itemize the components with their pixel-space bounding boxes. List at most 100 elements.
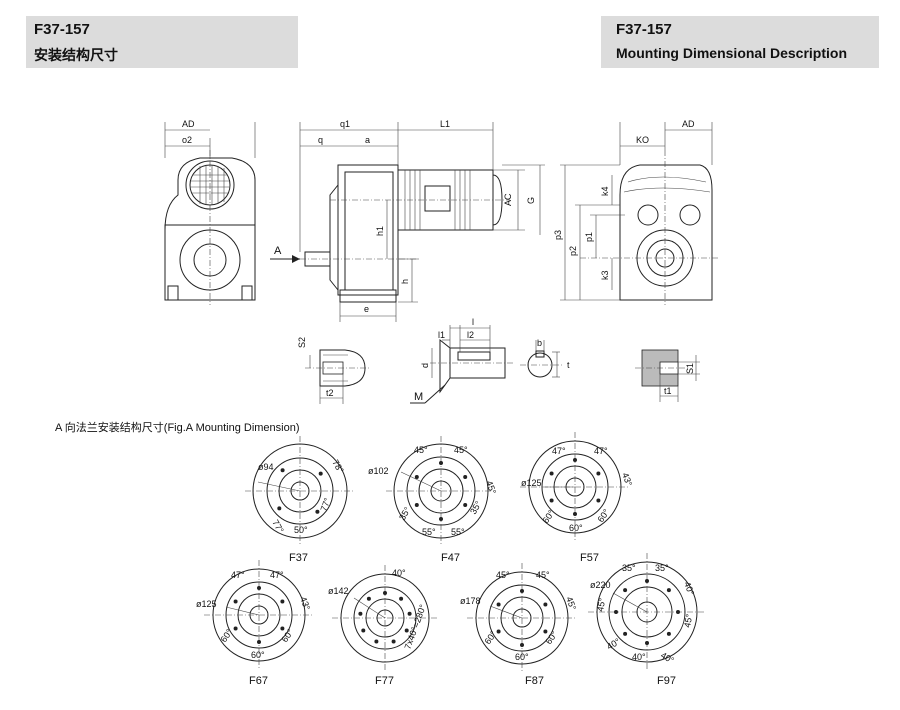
dim-label-h: h (400, 279, 410, 284)
dim-label-l1: l1 (438, 330, 445, 340)
end-view: AD KO p3 p2 p1 k4 k3 (553, 119, 720, 305)
flange-dia: ø125 (196, 599, 217, 609)
flange-angle: 45° (496, 570, 510, 580)
flange-angle: 50° (294, 525, 308, 535)
model-code: F37-157 (34, 21, 90, 38)
flange-angle: 60° (482, 629, 498, 646)
view-arrow-a: A (274, 245, 282, 257)
bolt-hole (233, 626, 238, 631)
dim-label-p3: p3 (553, 230, 563, 240)
flange-angle: 43° (298, 595, 312, 612)
bolt-hole (374, 639, 379, 644)
bolt-hole (623, 631, 628, 636)
flange-dia: ø125 (521, 478, 542, 488)
bolt-hole (520, 589, 524, 593)
flange-angle: 55° (422, 527, 436, 537)
bolt-hole (277, 506, 282, 511)
bolt-hole (463, 503, 468, 507)
dim-label-k4: k4 (600, 186, 610, 196)
bolt-hole (257, 586, 261, 590)
bolt-hole (280, 626, 285, 631)
flange-angle: 45° (595, 597, 607, 613)
dim-label-t: t (567, 360, 570, 370)
flange-name: F67 (249, 675, 268, 687)
model-code-en: F37-157 (616, 21, 672, 38)
flange-dia: ø102 (368, 466, 389, 476)
flange-f57: ø125 47° 47° 43° 60° 60° 60° F57 (520, 432, 634, 564)
bolt-hole (549, 498, 554, 503)
bolt-hole (315, 509, 320, 514)
dim-label-ad-side: AD (182, 119, 195, 129)
dim-label-ac: AC (503, 193, 513, 206)
flange-angle: 47° (270, 570, 284, 580)
flange-section-title: A 向法兰安装结构尺寸(Fig.A Mounting Dimension) (55, 420, 300, 434)
dim-label-k3: k3 (600, 270, 610, 280)
bolt-hole (391, 639, 396, 644)
flange-angle: 60° (569, 523, 583, 533)
main-view: q1 q a L1 AC G h1 h e A (270, 119, 545, 322)
page-title-cn: 安装结构尺寸 (34, 47, 118, 63)
dim-label-h1: h1 (375, 226, 385, 236)
bolt-hole (407, 611, 412, 616)
flange-dia: ø94 (258, 462, 274, 472)
flange-f97: ø220 35° 35° 40° 45° 45° 40° 40° 40° F97 (588, 553, 706, 687)
dim-label-ad-end: AD (682, 119, 695, 129)
flange-angle: 45° (536, 570, 550, 580)
bolt-hole (366, 596, 371, 601)
side-view: AD o2 (164, 119, 256, 305)
bolt-hole (666, 588, 671, 593)
flange-angle: 45° (564, 595, 578, 612)
flange-angle: 77° (318, 496, 332, 513)
header-right-banner: F37-157 Mounting Dimensional Description (601, 16, 879, 68)
flange-angle: 77° (270, 518, 286, 535)
flange-f37: ø94 78° 77° 77° 50° F37 (245, 436, 355, 564)
dim-label-t2: t2 (326, 388, 334, 398)
bolt-hole (358, 611, 363, 616)
bolt-hole (399, 596, 404, 601)
flange-angle: 60° (540, 508, 556, 525)
dim-label-p1: p1 (584, 232, 594, 242)
flange-name: F47 (441, 552, 460, 564)
flange-angle: 40° (682, 580, 696, 597)
bolt-hole (549, 471, 554, 476)
bolt-hole (404, 628, 409, 633)
dim-label-q: q (318, 135, 323, 145)
flange-angle: 40° (659, 650, 676, 666)
flange-f67: ø125 47° 47° 43° 60° 60° 60° F67 (196, 560, 314, 687)
bolt-hole (520, 643, 524, 647)
flange-angle: 45° (454, 445, 468, 455)
flange-angle: 45° (414, 445, 428, 455)
bolt-hole (543, 602, 548, 607)
flange-angle: 47° (552, 446, 566, 456)
bolt-hole (257, 640, 261, 644)
bolt-hole (496, 602, 501, 607)
flange-f47: ø102 45° 45° 45° 35° 55° 55° 35° F47 (368, 436, 498, 564)
dim-label-q1: q1 (340, 119, 350, 129)
detail-key-section: b t (520, 338, 570, 378)
dim-label-l2: l2 (467, 330, 474, 340)
bolt-hole (496, 629, 501, 634)
flange-angle: 35° (397, 505, 413, 522)
flange-angle: 47° (594, 446, 608, 456)
dim-label-ko: KO (636, 135, 649, 145)
flange-dia: ø142 (328, 586, 349, 596)
bolt-hole (543, 629, 548, 634)
bolt-hole (414, 475, 419, 479)
flange-angle: 43° (620, 471, 634, 488)
bolt-hole (666, 631, 671, 636)
bolt-hole (463, 475, 468, 479)
bolt-hole (614, 610, 618, 614)
flange-angle: 40° (392, 568, 406, 578)
bolt-hole (383, 591, 387, 595)
bolt-hole (573, 458, 577, 462)
bolt-hole (318, 471, 323, 476)
header-left-banner: F37-157 安装结构尺寸 (26, 16, 298, 68)
bolt-hole (414, 503, 419, 507)
flange-angle: 35° (468, 499, 484, 516)
bolt-hole (645, 579, 649, 583)
dim-label-e: e (364, 304, 369, 314)
dim-label-o2: o2 (182, 135, 192, 145)
flange-dia: ø178 (460, 596, 481, 606)
detail-shaft-key: l l1 l2 d M (410, 317, 515, 404)
